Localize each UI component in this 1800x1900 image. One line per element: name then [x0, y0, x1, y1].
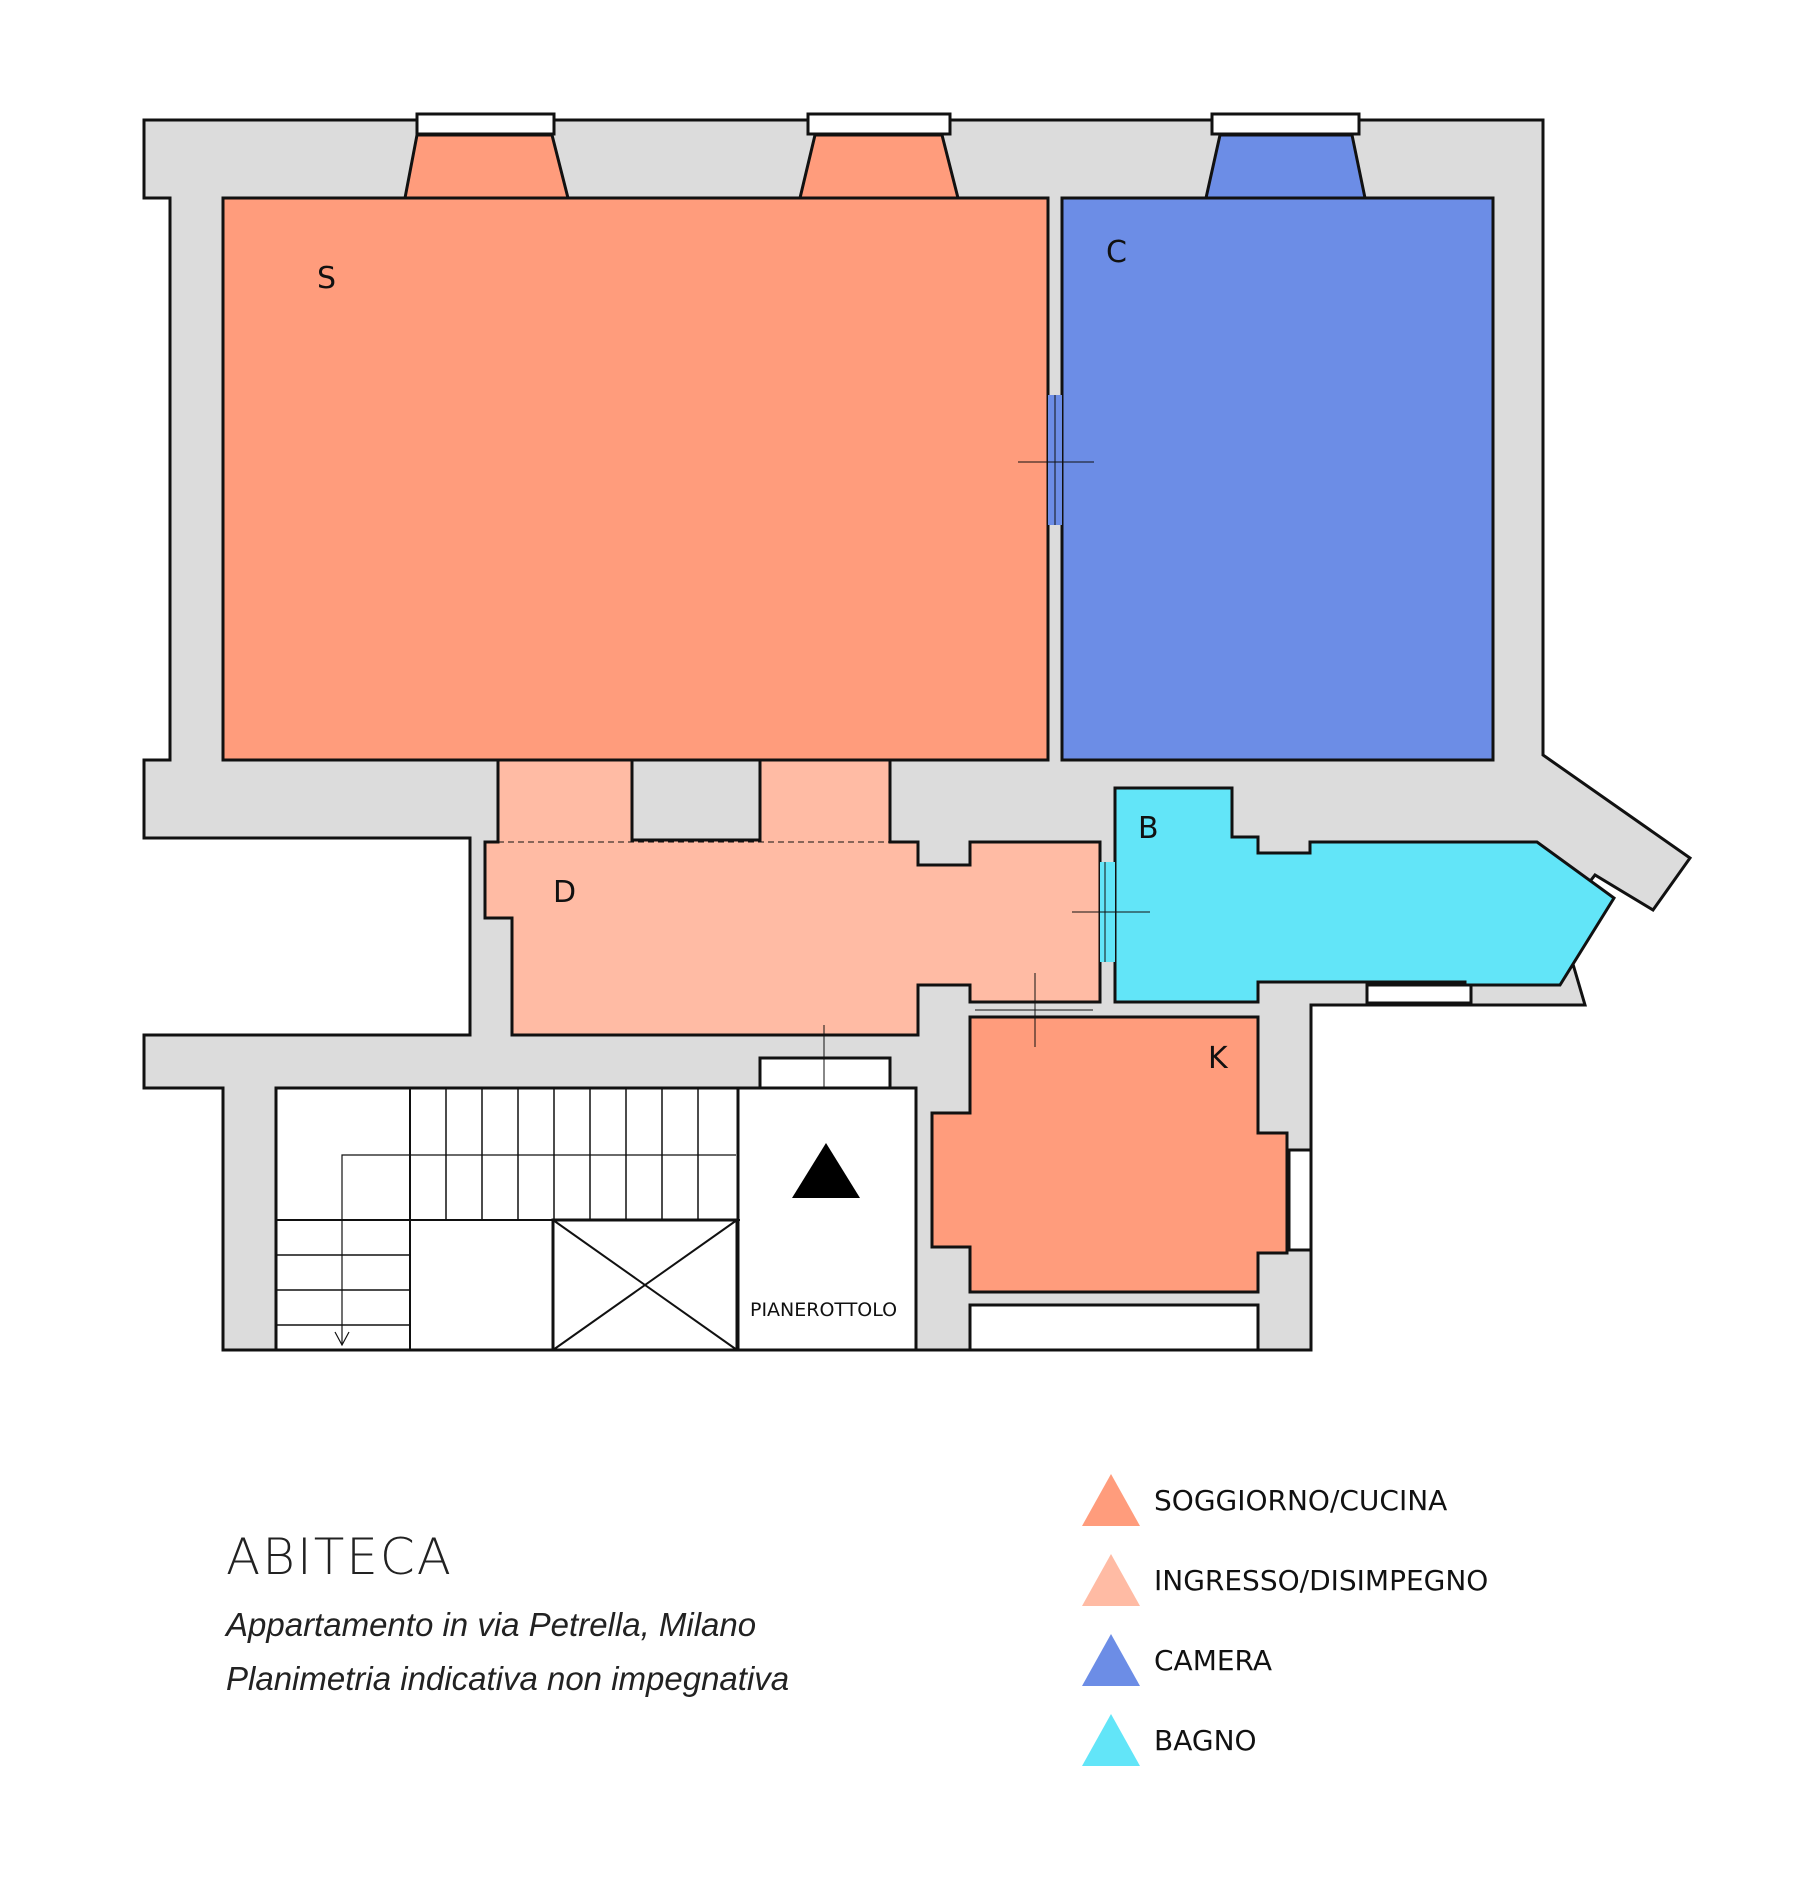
- room-label-b: B: [1138, 811, 1159, 846]
- caption-line-1: Appartamento in via Petrella, Milano: [226, 1606, 757, 1643]
- stair-arrow: [341, 1154, 736, 1345]
- window-frame: [415, 112, 556, 136]
- rooms: [221, 196, 1617, 1294]
- windows: [403, 112, 1473, 1252]
- legend-swatch-triangle-icon: [1082, 1554, 1140, 1606]
- room-label-d: D: [553, 875, 576, 910]
- window-recess: [403, 133, 570, 200]
- legend-swatch-triangle-icon: [1082, 1634, 1140, 1686]
- brand-logo: ABITECA: [226, 1528, 453, 1586]
- legend-item: BAGNO: [1082, 1700, 1488, 1780]
- room-cucina: [930, 1015, 1289, 1294]
- pillars: [630, 758, 762, 842]
- stairwell: [274, 1086, 1260, 1352]
- landing-label: PIANEROTTOLO: [750, 1299, 897, 1321]
- floor-plan: S C B D K PIANEROTTOLO: [142, 112, 1693, 1352]
- cucina-bottom-niche: [968, 1303, 1260, 1352]
- room-label-k: K: [1208, 1041, 1229, 1076]
- legend-label: INGRESSO/DISIMPEGNO: [1154, 1563, 1489, 1597]
- doors: [498, 395, 1150, 1100]
- legend-label: CAMERA: [1154, 1643, 1273, 1677]
- stair-treads: [276, 1088, 699, 1326]
- window-frame: [1287, 1148, 1313, 1252]
- stair-arrow-head: [334, 1331, 350, 1347]
- window-frame: [1365, 983, 1473, 1005]
- legend: SOGGIORNO/CUCINA INGRESSO/DISIMPEGNO CAM…: [1082, 1460, 1488, 1780]
- room-bagno: [1113, 786, 1617, 1004]
- window-frame: [806, 112, 952, 136]
- window-recess: [1204, 133, 1367, 200]
- legend-item: CAMERA: [1082, 1620, 1488, 1700]
- elevator-cross: [552, 1219, 738, 1351]
- pillar: [630, 758, 762, 842]
- legend-swatch-triangle-icon: [1082, 1714, 1140, 1766]
- legend-swatch-triangle-icon: [1082, 1474, 1140, 1526]
- legend-item: INGRESSO/DISIMPEGNO: [1082, 1540, 1488, 1620]
- legend-item: SOGGIORNO/CUCINA: [1082, 1460, 1488, 1540]
- legend-label: SOGGIORNO/CUCINA: [1154, 1483, 1448, 1517]
- window-frame: [758, 1056, 892, 1090]
- caption-line-2: Planimetria indicativa non impegnativa: [226, 1660, 790, 1697]
- legend-label: BAGNO: [1154, 1723, 1257, 1757]
- room-label-s: S: [317, 261, 336, 296]
- window-frame: [1210, 112, 1361, 136]
- window-recess: [798, 133, 960, 200]
- room-soggiorno: [221, 196, 1050, 762]
- room-camera: [1060, 196, 1495, 762]
- entrance-triangle-icon: [792, 1143, 860, 1198]
- room-label-c: C: [1106, 235, 1127, 270]
